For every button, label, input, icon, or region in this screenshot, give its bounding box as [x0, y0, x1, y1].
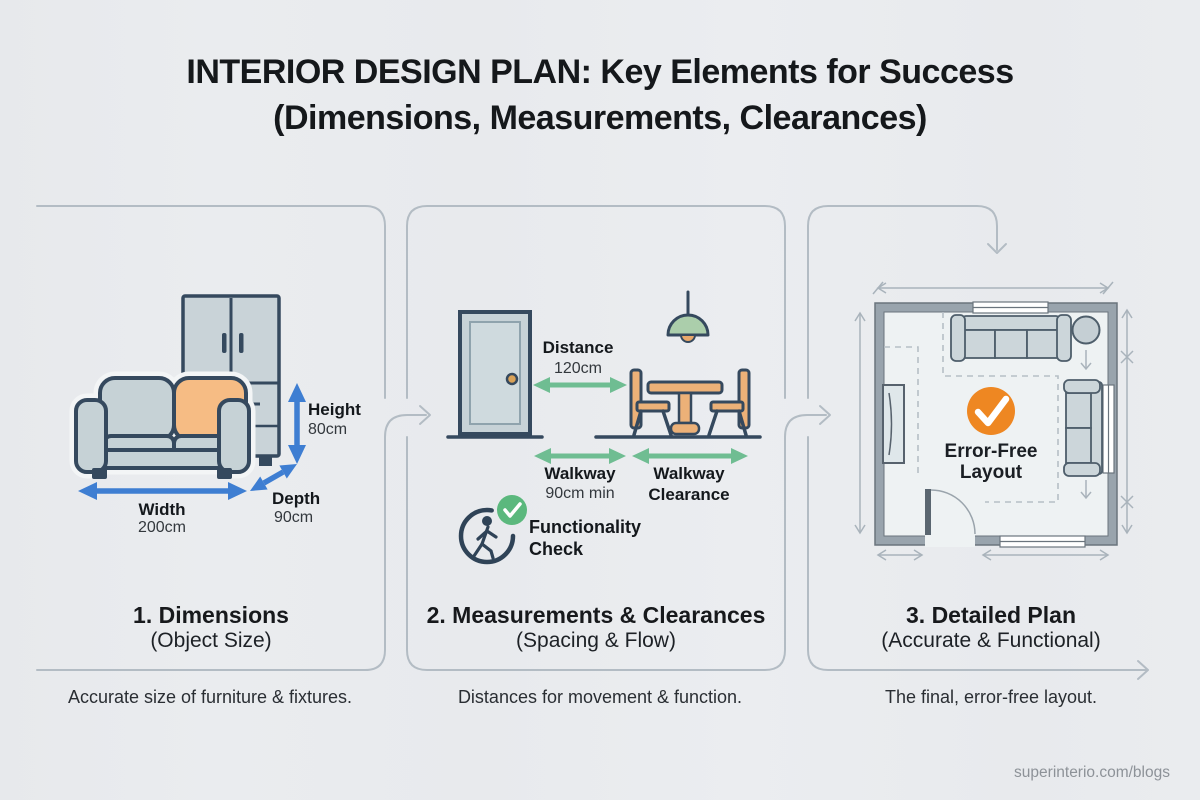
depth-value: 90cm — [274, 509, 314, 526]
distance-value: 120cm — [553, 360, 603, 377]
panel2-caption: Distances for movement & function. — [457, 687, 743, 707]
panel3-caption: The final, error-free layout. — [884, 687, 1098, 707]
panel2-heading: 2. Measurements & Clearances — [426, 602, 766, 628]
panel1-heading: 1. Dimensions — [133, 602, 289, 628]
clearance-label-line2: Clearance — [648, 485, 730, 504]
plan-sofa-top-icon — [950, 314, 1072, 362]
panel1-subheading: (Object Size) — [150, 629, 272, 652]
plan-round-table-icon — [1071, 315, 1101, 345]
height-value: 80cm — [308, 421, 348, 438]
error-free-label-line2: Layout — [959, 462, 1023, 483]
walkway-arrow-icon — [534, 448, 626, 464]
dining-set-icon — [594, 368, 762, 439]
page-title-line1: INTERIOR DESIGN PLAN: Key Elements for S… — [186, 53, 1014, 91]
floor-plan — [854, 281, 1134, 561]
walkway-label: Walkway — [544, 464, 616, 483]
functionality-check-line2: Check — [529, 539, 584, 559]
panel-frames — [36, 205, 1149, 680]
panel3-heading: 3. Detailed Plan — [905, 602, 1077, 628]
walkway-value: 90cm min — [545, 485, 615, 502]
check-badge-icon — [497, 495, 527, 525]
error-free-label-line1: Error-Free — [944, 441, 1038, 462]
panel1-caption: Accurate size of furniture & fixtures. — [67, 687, 353, 707]
plan-door-icon — [925, 489, 976, 547]
functionality-check-icon — [458, 495, 527, 565]
flow-arrow-1-icon — [419, 405, 431, 425]
height-arrow-icon — [288, 383, 306, 464]
flow-arrow-exit-icon — [1137, 660, 1149, 680]
pendant-lamp-icon — [666, 290, 710, 343]
window-icon — [972, 301, 1115, 548]
dimension-lines — [854, 281, 1134, 561]
functionality-check-line1: Functionality — [529, 517, 641, 537]
panel2-subheading: (Spacing & Flow) — [516, 629, 676, 652]
flow-arrow-2-icon — [819, 405, 831, 425]
flow-arrow-down-icon — [987, 243, 1007, 254]
error-free-badge-icon — [967, 387, 1015, 435]
height-label: Height — [308, 400, 361, 419]
panel3-subheading: (Accurate & Functional) — [881, 629, 1101, 652]
sofa-icon — [69, 371, 256, 479]
plan-flow-arrow-icon — [1080, 350, 1092, 500]
clearance-dashed-lines — [884, 312, 1059, 503]
clearance-arrow-icon — [632, 448, 748, 464]
walking-person-icon — [472, 516, 498, 560]
width-arrow-icon — [78, 482, 247, 500]
plan-cabinet-icon — [882, 384, 905, 464]
width-value: 200cm — [137, 519, 187, 536]
plan-sofa-right-icon — [1063, 379, 1103, 477]
clearance-label-line1: Walkway — [653, 464, 725, 483]
depth-label: Depth — [272, 489, 321, 508]
door-icon — [446, 310, 544, 439]
page-title-line2: (Dimensions, Measurements, Clearances) — [273, 99, 927, 137]
distance-arrow-icon — [533, 377, 627, 393]
distance-label: Distance — [542, 338, 614, 357]
depth-arrow-icon — [250, 464, 297, 491]
width-label: Width — [138, 500, 186, 519]
footer-url: superinterio.com/blogs — [1014, 764, 1170, 781]
